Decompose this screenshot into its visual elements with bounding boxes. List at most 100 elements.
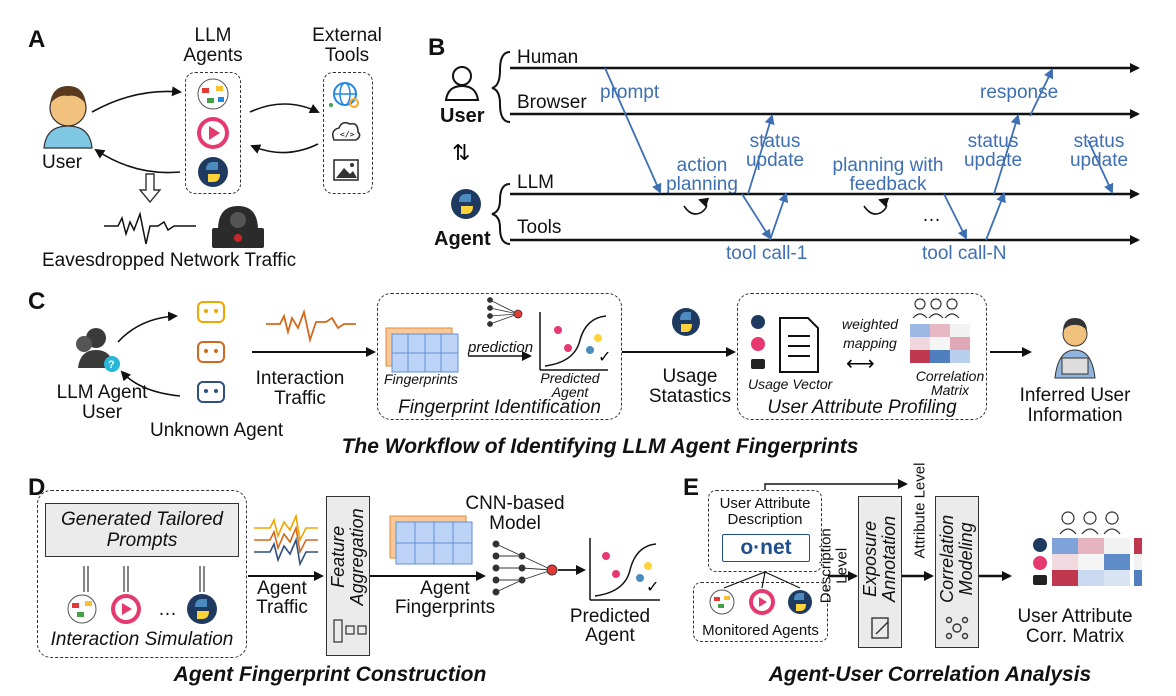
aggregation-icon: [333, 619, 367, 643]
python-agent-icon-d: [187, 594, 217, 624]
flow-tool-call-1: [741, 193, 772, 240]
corr-matrix-e: [1052, 538, 1130, 586]
arrow-description-top: [764, 479, 908, 490]
weighted-mapping-label: weighted mapping: [841, 316, 899, 351]
tool-call-1-label: tool call-1: [726, 243, 808, 264]
svg-text:✓: ✓: [646, 579, 659, 596]
workflow-title: The Workflow of Identifying LLM Agent Fi…: [341, 435, 859, 458]
neural-net-icon-c: [487, 297, 523, 327]
fingerprints-label: Fingerprints: [384, 371, 458, 387]
action-planning-label: action planning: [666, 155, 738, 195]
hacker-icon: [212, 206, 264, 248]
llm-agents-label: LLM Agents: [183, 25, 243, 66]
correlation-matrix-label: Correlation Matrix: [915, 368, 985, 398]
colorbar-e: [1134, 538, 1142, 586]
user-attribute-description-label: User Attribute Description: [719, 495, 811, 528]
fingerprint-construction-title: Agent Fingerprint Construction: [173, 663, 487, 686]
correlation-modeling-box: [935, 496, 979, 648]
user-attribute-profiling-label: User Attribute Profiling: [767, 397, 957, 418]
document-icon: [779, 317, 819, 373]
double-arrow-icons-d: [83, 566, 205, 592]
play-agent-icon-d: [111, 594, 141, 624]
python-agent-icon: [198, 157, 228, 187]
profile-avatars-c: [912, 298, 960, 319]
arrow-agents-to-tools: [249, 103, 320, 114]
fingerprint-identification-label: Fingerprint Identification: [398, 397, 601, 418]
unknown-agent-label: Unknown Agent: [150, 420, 284, 441]
cloud-code-icon: </>: [332, 121, 361, 141]
link-onet-to-agents: [723, 571, 801, 589]
flow-response: [1029, 68, 1054, 117]
fingerprint-identification-box: [377, 293, 622, 420]
arrow-tools-to-agents: [250, 143, 319, 154]
robot-icon-yellow: [197, 301, 225, 323]
correlation-analysis-title: Agent-User Correlation Analysis: [768, 663, 1092, 686]
loop-planning-2: [863, 197, 890, 215]
fingerprint-grid-d: [389, 515, 473, 565]
predicted-agent-plot-d: ✓: [589, 538, 660, 601]
fingerprint-grid-c: [385, 327, 459, 373]
usage-vector-icons: [751, 315, 765, 369]
exposure-annotation-box: [858, 496, 902, 648]
arrow-user-to-agents-c: [117, 311, 178, 343]
external-tools-label: External Tools: [312, 25, 382, 66]
flow-tool-call-n: [943, 193, 967, 240]
attribute-description-box: [708, 490, 822, 572]
agent-icons-e: [1033, 538, 1047, 585]
interaction-simulation-label: Interaction Simulation: [50, 629, 234, 650]
prompt-label: prompt: [600, 82, 660, 103]
multi-agent-icon: [197, 78, 229, 110]
annotation-icon: [871, 617, 889, 639]
feature-aggregation-box: [326, 496, 370, 656]
llm-agent-user-label: LLM Agent User: [56, 382, 148, 423]
arrow-user-to-agents: [91, 86, 182, 113]
user-label-a: User: [42, 152, 83, 173]
status-update-3-label: status update: [1069, 131, 1129, 171]
generated-prompts-label: Generated Tailored Prompts: [61, 509, 223, 551]
ellipsis-b: …: [922, 205, 941, 226]
flow-status-n: [985, 192, 1006, 241]
traffic-waveform-c: [266, 308, 356, 344]
brace-agent: [491, 183, 511, 245]
image-icon: [333, 159, 359, 181]
timeline-llm-label: LLM: [517, 172, 554, 193]
inferred-user-information-label: Inferred User Information: [1019, 385, 1131, 426]
timeline-browser-label: Browser: [517, 92, 587, 113]
interaction-simulation-box: [37, 490, 247, 658]
brace-user: [491, 51, 511, 123]
user-label-b: User: [440, 105, 485, 127]
monitored-agents-box: [693, 582, 828, 642]
user-outline-icon: [444, 66, 480, 101]
robot-icon-navy: [197, 381, 225, 403]
onet-logo: o·net: [722, 534, 810, 562]
tool-call-n-label: tool call-N: [922, 243, 1007, 264]
agent-python-icon-b: [451, 189, 481, 219]
flow-status-1b: [747, 114, 775, 195]
correlation-matrix-c: [910, 324, 970, 363]
profile-avatars-e: [1059, 511, 1121, 535]
mapping-arrow-icon: ⟷: [846, 353, 875, 375]
web-search-icon: [329, 82, 359, 108]
generated-prompts-box: [45, 503, 239, 557]
predicted-agent-label-c: Predicted Agent: [540, 370, 600, 400]
down-hollow-arrow-icon: [138, 173, 162, 204]
user-avatar-a: [43, 86, 93, 149]
svg-text:?: ?: [108, 359, 115, 371]
predicted-agent-label-d: Predicted Agent: [569, 606, 651, 646]
traffic-waveforms-d: [254, 513, 318, 567]
svg-text:✓: ✓: [598, 349, 611, 366]
prediction-label: prediction: [468, 339, 534, 356]
flow-prompt: [604, 67, 662, 194]
svg-text:</>: </>: [340, 130, 355, 139]
arrow-agents-to-user-c: [120, 370, 181, 397]
play-agent-icon: [197, 117, 229, 149]
traffic-waveform-a: [104, 211, 196, 245]
flow-status-final: [1087, 139, 1114, 194]
python-icon-c: [672, 308, 700, 336]
ellipsis-d: …: [158, 599, 177, 620]
panel-label-e: E: [683, 474, 700, 501]
user-attribute-profiling-box: [737, 293, 987, 420]
status-update-2-label: status update: [963, 131, 1023, 171]
agent-traffic-label: Agent Traffic: [256, 578, 308, 618]
